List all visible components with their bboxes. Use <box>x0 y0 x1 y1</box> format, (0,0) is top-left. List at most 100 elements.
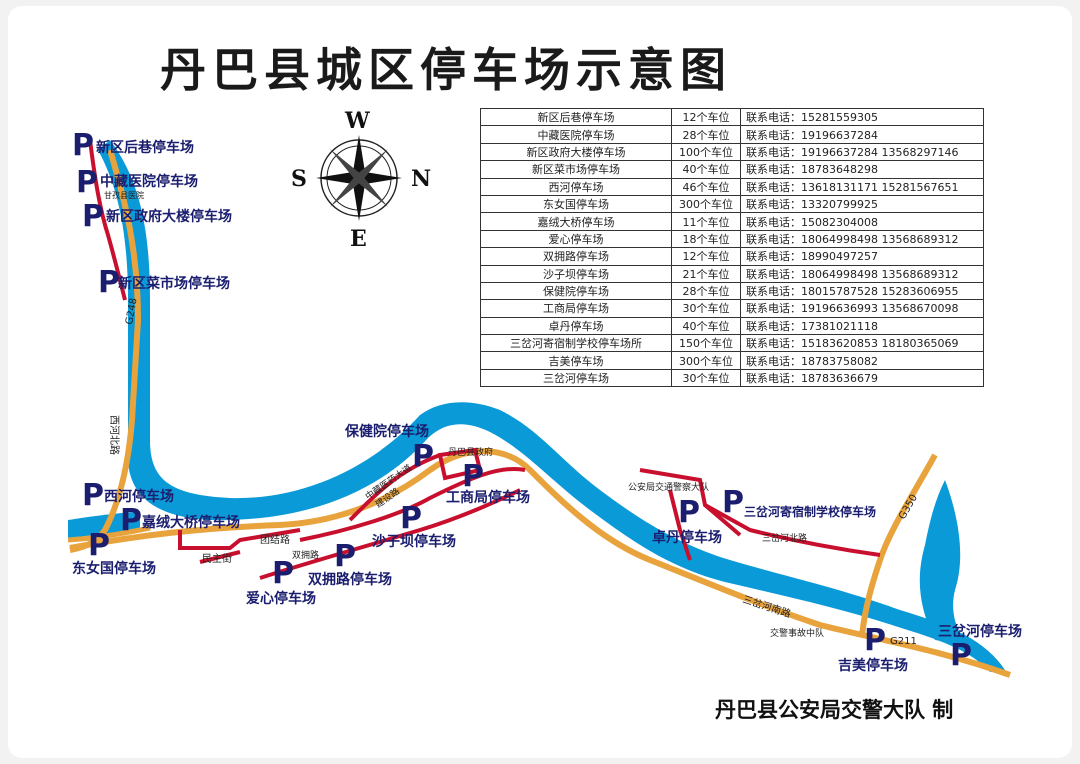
parking-marker-dongnvguo: P <box>88 528 110 563</box>
cell-lot-name: 新区后巷停车场 <box>480 107 672 127</box>
cell-lot-name: 卓丹停车场 <box>480 316 672 336</box>
parking-marker-baojianyuan: P <box>412 439 434 474</box>
cell-lot-name: 新区菜市场停车场 <box>480 160 672 179</box>
cell-phone: 联系电话：17381021118 <box>740 316 984 336</box>
cell-phone: 联系电话：18783758082 <box>740 351 984 370</box>
cell-phone: 联系电话：18990497257 <box>740 247 984 266</box>
parking-marker-caishichang: P <box>98 265 120 300</box>
parking-marker-shuangyong: P <box>334 539 356 574</box>
river-right-tributary <box>919 480 968 645</box>
streets <box>88 139 881 580</box>
label-xihe-beilu: 西河北路 <box>108 415 121 455</box>
cell-phone: 联系电话：13618131171 15281567651 <box>740 177 984 196</box>
road-g248 <box>69 149 142 553</box>
road-main-through <box>69 448 1012 678</box>
cell-spaces: 21个车位 <box>671 264 741 283</box>
parking-marker-houxiang: P <box>72 128 94 163</box>
road-xihe-crossing <box>67 525 151 543</box>
cell-spaces: 28个车位 <box>671 281 741 301</box>
cell-spaces: 30个车位 <box>671 368 741 388</box>
cell-lot-name: 沙子坝停车场 <box>480 264 672 283</box>
cell-phone: 联系电话：19196636993 13568670098 <box>740 299 984 318</box>
cell-phone: 联系电话：18783648298 <box>740 160 984 179</box>
parking-labels: 新区后巷停车场 中藏医院停车场 甘孜县医院 新区政府大楼停车场 新区菜市场停车场… <box>72 139 1022 674</box>
label-sanchahe: 三岔河停车场 <box>938 623 1022 640</box>
label-g211: G211 <box>890 636 917 647</box>
label-shuangyong: 双拥路停车场 <box>308 571 392 588</box>
cell-phone: 联系电话：18783636679 <box>740 368 984 388</box>
parking-marker-xihe: P <box>82 478 104 513</box>
cell-lot-name: 中藏医院停车场 <box>480 125 672 144</box>
label-g350: G350 <box>897 493 920 522</box>
cell-phone: 联系电话：19196637284 <box>740 125 984 144</box>
map-title: 丹巴县城区停车场示意图 <box>160 43 732 97</box>
parking-marker-jiarong: P <box>120 503 142 538</box>
label-sanchahe-school: 三岔河寄宿制学校停车场 <box>744 504 876 519</box>
label-shaziba: 沙子坝停车场 <box>372 533 456 550</box>
road-g350 <box>859 453 938 636</box>
parking-marker-gongshangju: P <box>462 459 484 494</box>
label-zhongzang: 中藏医院停车场 <box>100 173 198 190</box>
label-zhengfu: 新区政府大楼停车场 <box>106 208 232 225</box>
cell-spaces: 300个车位 <box>671 351 741 370</box>
cell-lot-name: 东女国停车场 <box>480 194 672 214</box>
cell-spaces: 18个车位 <box>671 229 741 249</box>
label-jiarong: 嘉绒大桥停车场 <box>141 514 240 531</box>
label-sanchahe-nanlu: 三岔河南路 <box>741 592 793 620</box>
cell-spaces: 28个车位 <box>671 125 741 144</box>
cell-lot-name: 西河停车场 <box>480 177 672 196</box>
cell-lot-name: 三岔河寄宿制学校停车场所 <box>480 334 672 353</box>
parking-marker-zhengfu: P <box>82 199 104 234</box>
parking-marker-sanchahe-school: P <box>722 485 744 520</box>
label-jimei: 吉美停车场 <box>838 657 908 674</box>
label-g248: G248 <box>124 297 139 325</box>
compass-east: N <box>411 166 431 192</box>
cell-lot-name: 新区政府大楼停车场 <box>480 142 672 162</box>
parking-marker-zhuodan: P <box>678 495 700 530</box>
label-baojianyuan: 保健院停车场 <box>344 423 429 440</box>
river <box>98 140 1005 672</box>
label-gongshangju: 工商局停车场 <box>446 489 530 506</box>
label-minzhu: 民主街 <box>202 552 232 565</box>
parking-marker-zhongzang: P <box>76 165 98 200</box>
cell-phone: 联系电话：13320799925 <box>740 194 984 214</box>
parking-markers: P P P P P P P P P P P P P P P P <box>72 128 972 673</box>
label-houxiang: 新区后巷停车场 <box>96 139 194 156</box>
label-traffic-squad: 交警事故中队 <box>770 627 824 639</box>
cell-spaces: 300个车位 <box>671 194 741 214</box>
cell-lot-name: 双拥路停车场 <box>480 247 672 266</box>
label-dongnvguo: 东女国停车场 <box>72 560 156 577</box>
parking-marker-sanchahe: P <box>950 638 972 673</box>
label-xihe: 西河停车场 <box>104 488 174 505</box>
compass-south: E <box>350 226 367 252</box>
cell-spaces: 100个车位 <box>671 142 741 162</box>
cell-phone: 联系电话：18064998498 13568689312 <box>740 264 984 283</box>
cell-phone: 联系电话：15183620853 18180365069 <box>740 334 984 353</box>
cell-phone: 联系电话：19196637284 13568297146 <box>740 142 984 162</box>
cell-phone: 联系电话：18064998498 13568689312 <box>740 229 984 249</box>
compass-north: W <box>344 108 370 134</box>
label-sanchahe-beilu: 三岔河北路 <box>762 532 807 544</box>
cell-spaces: 40个车位 <box>671 316 741 336</box>
label-danba-gov: 丹巴县政府 <box>448 446 493 458</box>
label-aixin: 爱心停车场 <box>246 590 316 607</box>
compass-rose: W E S N <box>291 108 431 252</box>
cell-spaces: 150个车位 <box>671 334 741 353</box>
cell-phone: 联系电话：15281559305 <box>740 107 984 127</box>
cell-spaces: 11个车位 <box>671 212 741 231</box>
cell-lot-name: 保健院停车场 <box>480 281 672 301</box>
